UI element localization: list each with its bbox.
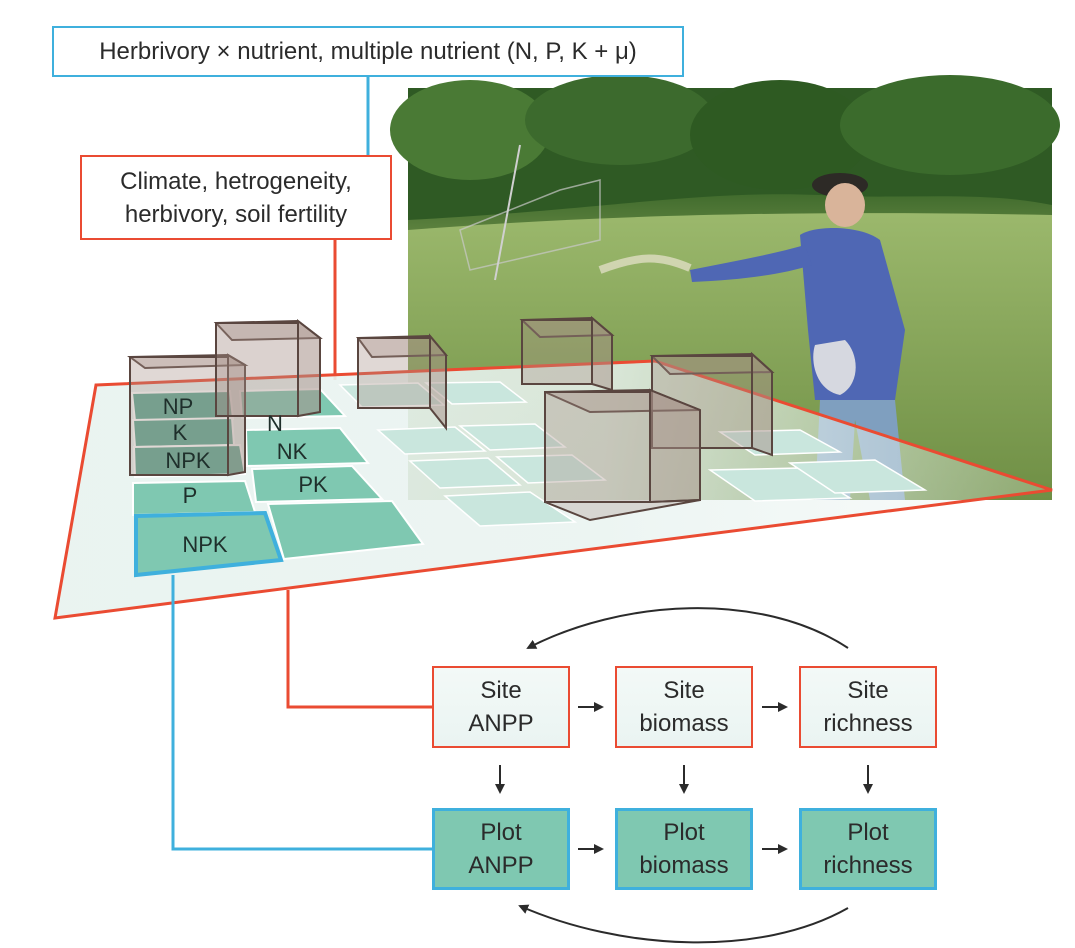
plot-label-k: K <box>173 420 188 445</box>
plot-richness-line1: Plot <box>847 819 889 846</box>
plot-anpp-line1: Plot <box>480 819 522 846</box>
plot-label-nk: NK <box>277 439 308 464</box>
site-richness-box: Site richness <box>799 666 937 748</box>
site-richness-line1: Site <box>847 677 889 704</box>
connector-site <box>286 590 432 709</box>
plot-label-pk: PK <box>298 472 328 497</box>
plot-label-n: N <box>267 411 283 436</box>
plot-richness-line2: richness <box>823 852 913 879</box>
plot-anpp-line2: ANPP <box>468 852 534 879</box>
site-richness-line2: richness <box>823 710 913 737</box>
site-biomass-line1: Site <box>663 677 705 704</box>
site-anpp-line1: Site <box>480 677 522 704</box>
treatment-scale-text: Herbrivory × nutrient, multiple nutrient… <box>99 38 637 65</box>
highlight-plot <box>134 510 284 578</box>
site-anpp-line2: ANPP <box>468 710 534 737</box>
plot-grid-right <box>338 381 928 527</box>
plot-label-np: NP <box>163 394 194 419</box>
plot-label-npk: NPK <box>165 448 211 473</box>
plot-grid-left <box>130 387 425 578</box>
plot-biomass-line1: Plot <box>663 819 705 846</box>
exclosure-cages <box>127 315 775 522</box>
plot-label-p: P <box>183 483 198 508</box>
plot-richness-box: Plot richness <box>799 808 937 890</box>
connector-plot <box>171 575 432 851</box>
site-scale-box: Climate, hetrogeneity, herbivory, soil f… <box>80 155 392 240</box>
site-scale-line1: Climate, hetrogeneity, <box>120 167 352 195</box>
plot-label-highlight: NPK <box>182 532 228 557</box>
plot-biomass-line2: biomass <box>639 852 729 879</box>
treatment-scale-box: Herbrivory × nutrient, multiple nutrient… <box>52 26 684 77</box>
site-biomass-line2: biomass <box>639 710 729 737</box>
site-biomass-box: Site biomass <box>615 666 753 748</box>
plot-biomass-box: Plot biomass <box>615 808 753 890</box>
site-scale-line2: herbivory, soil fertility <box>124 200 348 228</box>
flow-arrows <box>495 607 873 944</box>
